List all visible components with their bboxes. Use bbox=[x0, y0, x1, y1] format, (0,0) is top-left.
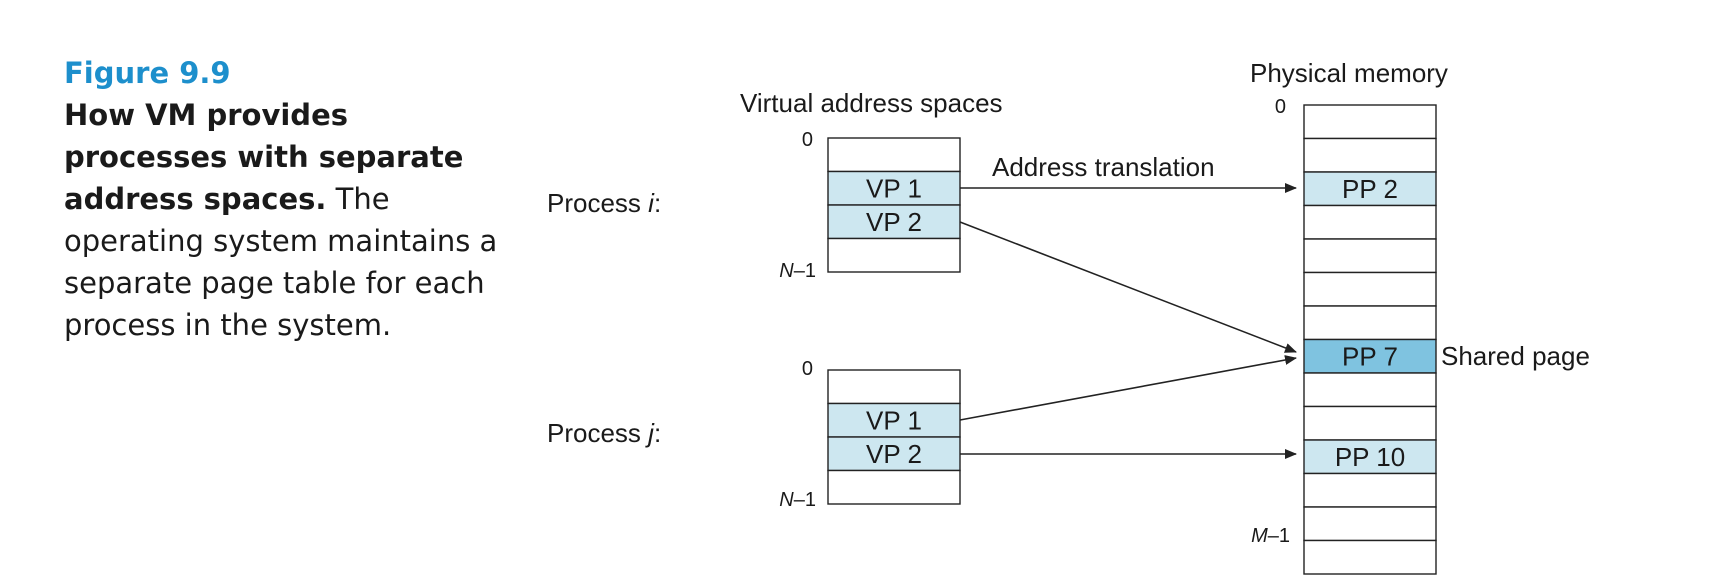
process-j-bottom-index: N–1 bbox=[779, 489, 816, 511]
process-j-page-page-label: VP 1 bbox=[866, 405, 922, 435]
process-j-label: Process j: bbox=[547, 418, 661, 448]
process-j-page-cell bbox=[827, 369, 961, 405]
physical-header: Physical memory bbox=[1250, 58, 1448, 88]
physical-page-cell bbox=[1303, 271, 1437, 307]
physical-page-cell bbox=[1303, 338, 1437, 374]
physical-page-cell bbox=[1303, 372, 1437, 408]
mapping-arrow-j-vp1 bbox=[959, 355, 1297, 421]
physical-page-cell bbox=[1303, 204, 1437, 240]
physical-page-cell bbox=[1303, 137, 1437, 173]
process-j-page-cell bbox=[827, 469, 961, 505]
process-i-page-cell bbox=[827, 204, 961, 240]
process-i-page-page-label: VP 2 bbox=[866, 207, 922, 237]
process-i-page-cell bbox=[827, 237, 961, 273]
process-i-page-table: VP 1 VP 2 bbox=[827, 137, 961, 273]
process-i-label: Process i: bbox=[547, 188, 661, 218]
physical-page-cell bbox=[1303, 238, 1437, 274]
physical-page-cell bbox=[1303, 439, 1437, 475]
process-i-page-page-label: VP 1 bbox=[866, 173, 922, 203]
shared-page-label: Shared page bbox=[1441, 341, 1590, 371]
physical-page-cell bbox=[1303, 305, 1437, 341]
physical-page-cell bbox=[1303, 539, 1437, 575]
figure-body: The operating system maintains a separat… bbox=[64, 182, 498, 342]
figure-caption: Figure 9.9 How VM provides processes wit… bbox=[64, 52, 504, 346]
process-j-page-page-label: VP 2 bbox=[866, 439, 922, 469]
physical-bottom-index: M–1 bbox=[1251, 525, 1290, 547]
physical-page-cell bbox=[1303, 171, 1437, 207]
process-j-page-cell bbox=[827, 402, 961, 438]
physical-page-page-label: PP 2 bbox=[1342, 174, 1398, 204]
physical-top-index: 0 bbox=[1275, 96, 1286, 118]
physical-page-cell bbox=[1303, 104, 1437, 140]
process-j-page-cell bbox=[827, 436, 961, 472]
virtual-header: Virtual address spaces bbox=[740, 88, 1003, 118]
physical-page-page-label: PP 7 bbox=[1342, 341, 1398, 371]
figure-title: How VM provides processes with separate … bbox=[64, 98, 464, 216]
physical-page-cell bbox=[1303, 405, 1437, 441]
physical-page-page-label: PP 10 bbox=[1335, 442, 1405, 472]
process-i-top-index: 0 bbox=[802, 129, 813, 151]
physical-page-cell bbox=[1303, 506, 1437, 542]
process-i-page-cell bbox=[827, 170, 961, 206]
mapping-arrow-i-vp2 bbox=[959, 221, 1297, 353]
process-j-page-table: VP 1 VP 2 bbox=[827, 369, 961, 505]
figure-label: Figure 9.9 bbox=[64, 56, 231, 90]
process-i-bottom-index: N–1 bbox=[779, 260, 816, 282]
physical-memory-pages: PP 2 PP 7 PP 10 bbox=[1303, 104, 1437, 575]
process-i-page-cell bbox=[827, 137, 961, 173]
translation-label: Address translation bbox=[992, 152, 1215, 182]
physical-page-cell bbox=[1303, 472, 1437, 508]
process-j-top-index: 0 bbox=[802, 358, 813, 380]
